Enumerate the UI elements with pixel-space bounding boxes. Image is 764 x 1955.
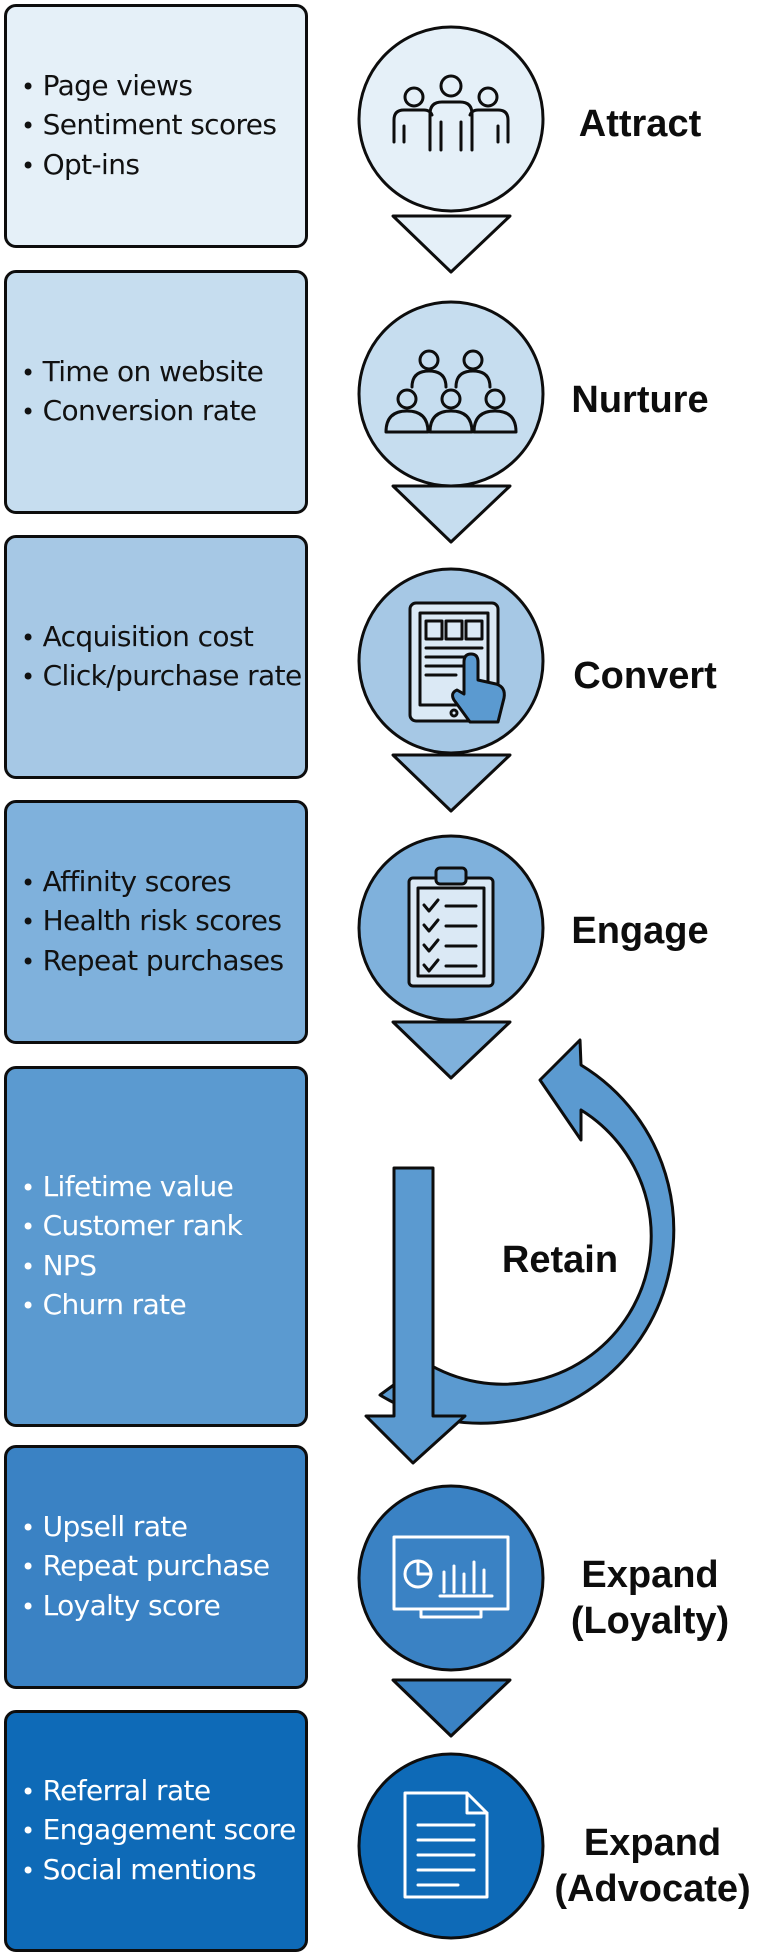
metric-list: Lifetime value Customer rank NPS Churn r… <box>21 1168 243 1326</box>
document-icon <box>403 1791 489 1899</box>
list-item: Acquisition cost <box>21 618 302 658</box>
metrics-box-expand-loyalty: Upsell rate Repeat purchase Loyalty scor… <box>4 1445 308 1689</box>
list-item: NPS <box>21 1247 242 1287</box>
stage-attract <box>357 25 545 274</box>
metric-list: Time on website Conversion rate <box>21 353 264 432</box>
list-item: Social mentions <box>21 1851 296 1891</box>
metrics-box-expand-advocate: Referral rate Engagement score Social me… <box>4 1710 308 1952</box>
stage-expand-loyalty <box>357 1484 545 1738</box>
list-item: Referral rate <box>21 1772 296 1812</box>
metrics-box-nurture: Time on website Conversion rate <box>4 270 308 514</box>
stage-expand-advocate <box>357 1752 545 1940</box>
stage-label-convert: Convert <box>573 655 717 697</box>
stage-nurture <box>357 300 545 544</box>
stage-label-expand-loyalty: Expand (Loyalty) <box>545 1552 755 1644</box>
list-item: Conversion rate <box>21 392 263 432</box>
list-item: Repeat purchases <box>21 942 285 982</box>
stage-circle <box>357 1752 545 1940</box>
stage-engage <box>357 834 545 1080</box>
list-item: Opt-ins <box>21 146 276 186</box>
list-item: Churn rate <box>21 1286 242 1326</box>
down-arrow <box>391 1020 512 1080</box>
down-arrow <box>391 753 512 813</box>
metric-list: Page views Sentiment scores Opt-ins <box>21 67 277 186</box>
list-item: Repeat purchase <box>21 1547 271 1587</box>
stage-label-expand-advocate: Expand (Advocate) <box>545 1820 760 1912</box>
down-arrow <box>391 1678 512 1738</box>
stage-circle <box>357 25 545 213</box>
stage-label-attract: Attract <box>578 103 702 145</box>
list-item: Time on website <box>21 353 264 393</box>
list-item: Engagement score <box>21 1811 297 1851</box>
list-item: Upsell rate <box>21 1508 270 1548</box>
clipboard-checklist-icon <box>407 866 495 988</box>
metrics-box-retain: Lifetime value Customer rank NPS Churn r… <box>4 1066 308 1427</box>
down-arrow <box>391 214 512 274</box>
stage-circle <box>357 1484 545 1672</box>
stage-retain <box>364 1038 676 1465</box>
stage-label-nurture: Nurture <box>571 379 709 421</box>
stage-label-retain: Retain <box>501 1239 619 1281</box>
down-arrow <box>391 484 512 544</box>
stage-label-line: Expand <box>583 1822 722 1864</box>
stage-label-line: (Loyalty) <box>570 1600 730 1642</box>
metric-list: Referral rate Engagement score Social me… <box>21 1772 297 1891</box>
metrics-box-attract: Page views Sentiment scores Opt-ins <box>4 4 308 248</box>
stage-label-line: Expand <box>581 1554 719 1596</box>
list-item: Loyalty score <box>21 1587 270 1627</box>
list-item: Page views <box>21 67 276 107</box>
list-item: Affinity scores <box>21 863 284 903</box>
people-group-icon <box>392 74 510 152</box>
audience-icon <box>384 349 518 434</box>
list-item: Sentiment scores <box>21 106 277 146</box>
list-item: Lifetime value <box>21 1168 242 1208</box>
stage-label-line: (Advocate) <box>554 1868 751 1910</box>
list-item: Health risk scores <box>21 902 284 942</box>
list-item: Customer rank <box>21 1207 243 1247</box>
stage-convert <box>357 567 545 813</box>
tablet-tap-icon <box>408 601 506 724</box>
metrics-box-engage: Affinity scores Health risk scores Repea… <box>4 800 308 1044</box>
down-arrow <box>364 1166 467 1465</box>
metric-list: Upsell rate Repeat purchase Loyalty scor… <box>21 1508 271 1627</box>
presentation-board-icon <box>392 1535 510 1619</box>
metric-list: Acquisition cost Click/purchase rate <box>21 618 303 697</box>
metric-list: Affinity scores Health risk scores Repea… <box>21 863 285 982</box>
list-item: Click/purchase rate <box>21 657 303 697</box>
metrics-box-convert: Acquisition cost Click/purchase rate <box>4 535 308 779</box>
stage-label-engage: Engage <box>571 910 709 952</box>
stage-circle <box>357 300 545 488</box>
